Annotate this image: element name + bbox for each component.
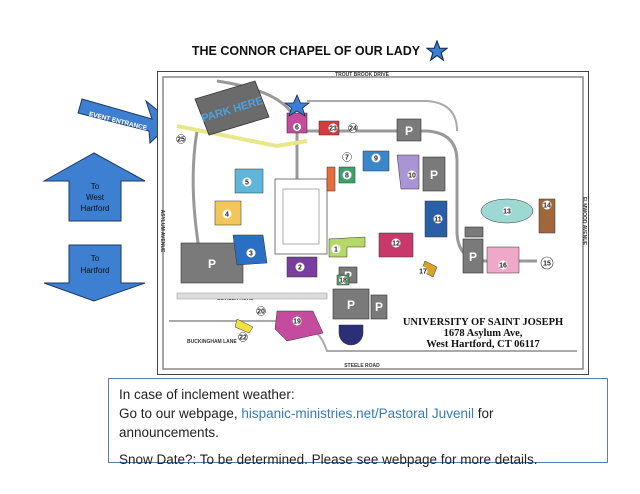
road-lane: BUCKINGHAM LANE	[187, 339, 237, 345]
to-west-hartford-line3: Hartford	[81, 204, 110, 213]
direction-arrows: EVENT ENTRANCE To West Hartford To Hartf…	[42, 98, 173, 302]
chapel-star-icon	[283, 94, 311, 117]
svg-text:8: 8	[345, 173, 349, 180]
svg-text:25: 25	[177, 137, 185, 144]
parking-p2: P	[430, 168, 438, 182]
svg-text:10: 10	[408, 173, 416, 180]
svg-text:4: 4	[225, 212, 229, 219]
road-left: ASYLUM AVENUE	[159, 210, 165, 253]
page-title: THE CONNOR CHAPEL OF OUR LADY	[0, 40, 640, 62]
to-west-hartford-line2: West	[86, 193, 105, 202]
svg-text:9: 9	[374, 156, 378, 163]
webpage-line: Go to our webpage, hispanic-ministries.n…	[119, 404, 597, 442]
svg-text:19: 19	[293, 319, 301, 326]
star-icon	[426, 40, 449, 62]
parking-p4: P	[469, 250, 477, 264]
svg-text:16: 16	[499, 263, 507, 270]
svg-text:11: 11	[434, 217, 442, 224]
road-bottom: STEELE ROAD	[344, 363, 380, 369]
address-line3: West Hartford, CT 06117	[426, 339, 540, 350]
to-west-hartford-line1: To	[91, 182, 100, 191]
svg-text:3: 3	[249, 251, 253, 258]
road-top: TROUT BROOK DRIVE	[335, 72, 390, 78]
to-hartford-line2: Hartford	[81, 266, 110, 275]
svg-text:23: 23	[329, 126, 337, 133]
parking-p1: P	[405, 124, 413, 138]
webpage-prefix: Go to our webpage,	[119, 406, 238, 421]
to-west-hartford-arrow: To West Hartford	[42, 152, 146, 222]
to-hartford-line1: To	[91, 254, 100, 263]
svg-text:13: 13	[503, 209, 511, 216]
webpage-suffix: for announcements.	[119, 406, 494, 440]
address-line2: 1678 Asylum Ave,	[444, 328, 523, 339]
parking-p3: P	[208, 257, 216, 271]
svg-text:12: 12	[392, 241, 400, 248]
svg-text:22: 22	[239, 335, 247, 342]
building-6-label: 6	[295, 125, 299, 132]
parking-lots: P P P P P P P	[180, 118, 484, 320]
svg-text:24: 24	[349, 126, 357, 133]
svg-text:14: 14	[543, 203, 551, 210]
road-right: ELMWOOD AVENUE	[581, 197, 587, 246]
campus-map: TROUT BROOK DRIVE STEELE ROAD ASYLUM AVE…	[157, 71, 589, 375]
park-here-lot: PARK HERE	[194, 80, 270, 136]
svg-text:2: 2	[298, 265, 302, 272]
to-hartford-arrow: To Hartford	[43, 244, 146, 302]
chapel-building: 6	[283, 94, 311, 134]
svg-text:5: 5	[245, 180, 249, 187]
svg-text:15: 15	[543, 261, 551, 268]
title-text: THE CONNOR CHAPEL OF OUR LADY	[191, 44, 421, 58]
svg-text:17: 17	[419, 269, 427, 276]
weather-info-box: In case of inclement weather: Go to our …	[108, 378, 608, 467]
weather-line: In case of inclement weather:	[119, 387, 295, 402]
svg-text:20: 20	[257, 309, 265, 316]
snow-date-line: Snow Date?: To be determined. Please see…	[119, 452, 538, 467]
webpage-link[interactable]: hispanic-ministries.net/Pastoral Juvenil	[241, 406, 474, 421]
address-line1: UNIVERSITY OF SAINT JOSEPH	[403, 317, 563, 328]
svg-text:18: 18	[339, 278, 347, 285]
parking-p5: P	[347, 298, 355, 312]
parking-p6: P	[375, 300, 383, 314]
svg-text:1: 1	[334, 247, 338, 254]
buildings: 1 2 3 4 5 7 8 9 10 11 12 13 14	[176, 120, 556, 346]
svg-text:7: 7	[345, 155, 349, 162]
